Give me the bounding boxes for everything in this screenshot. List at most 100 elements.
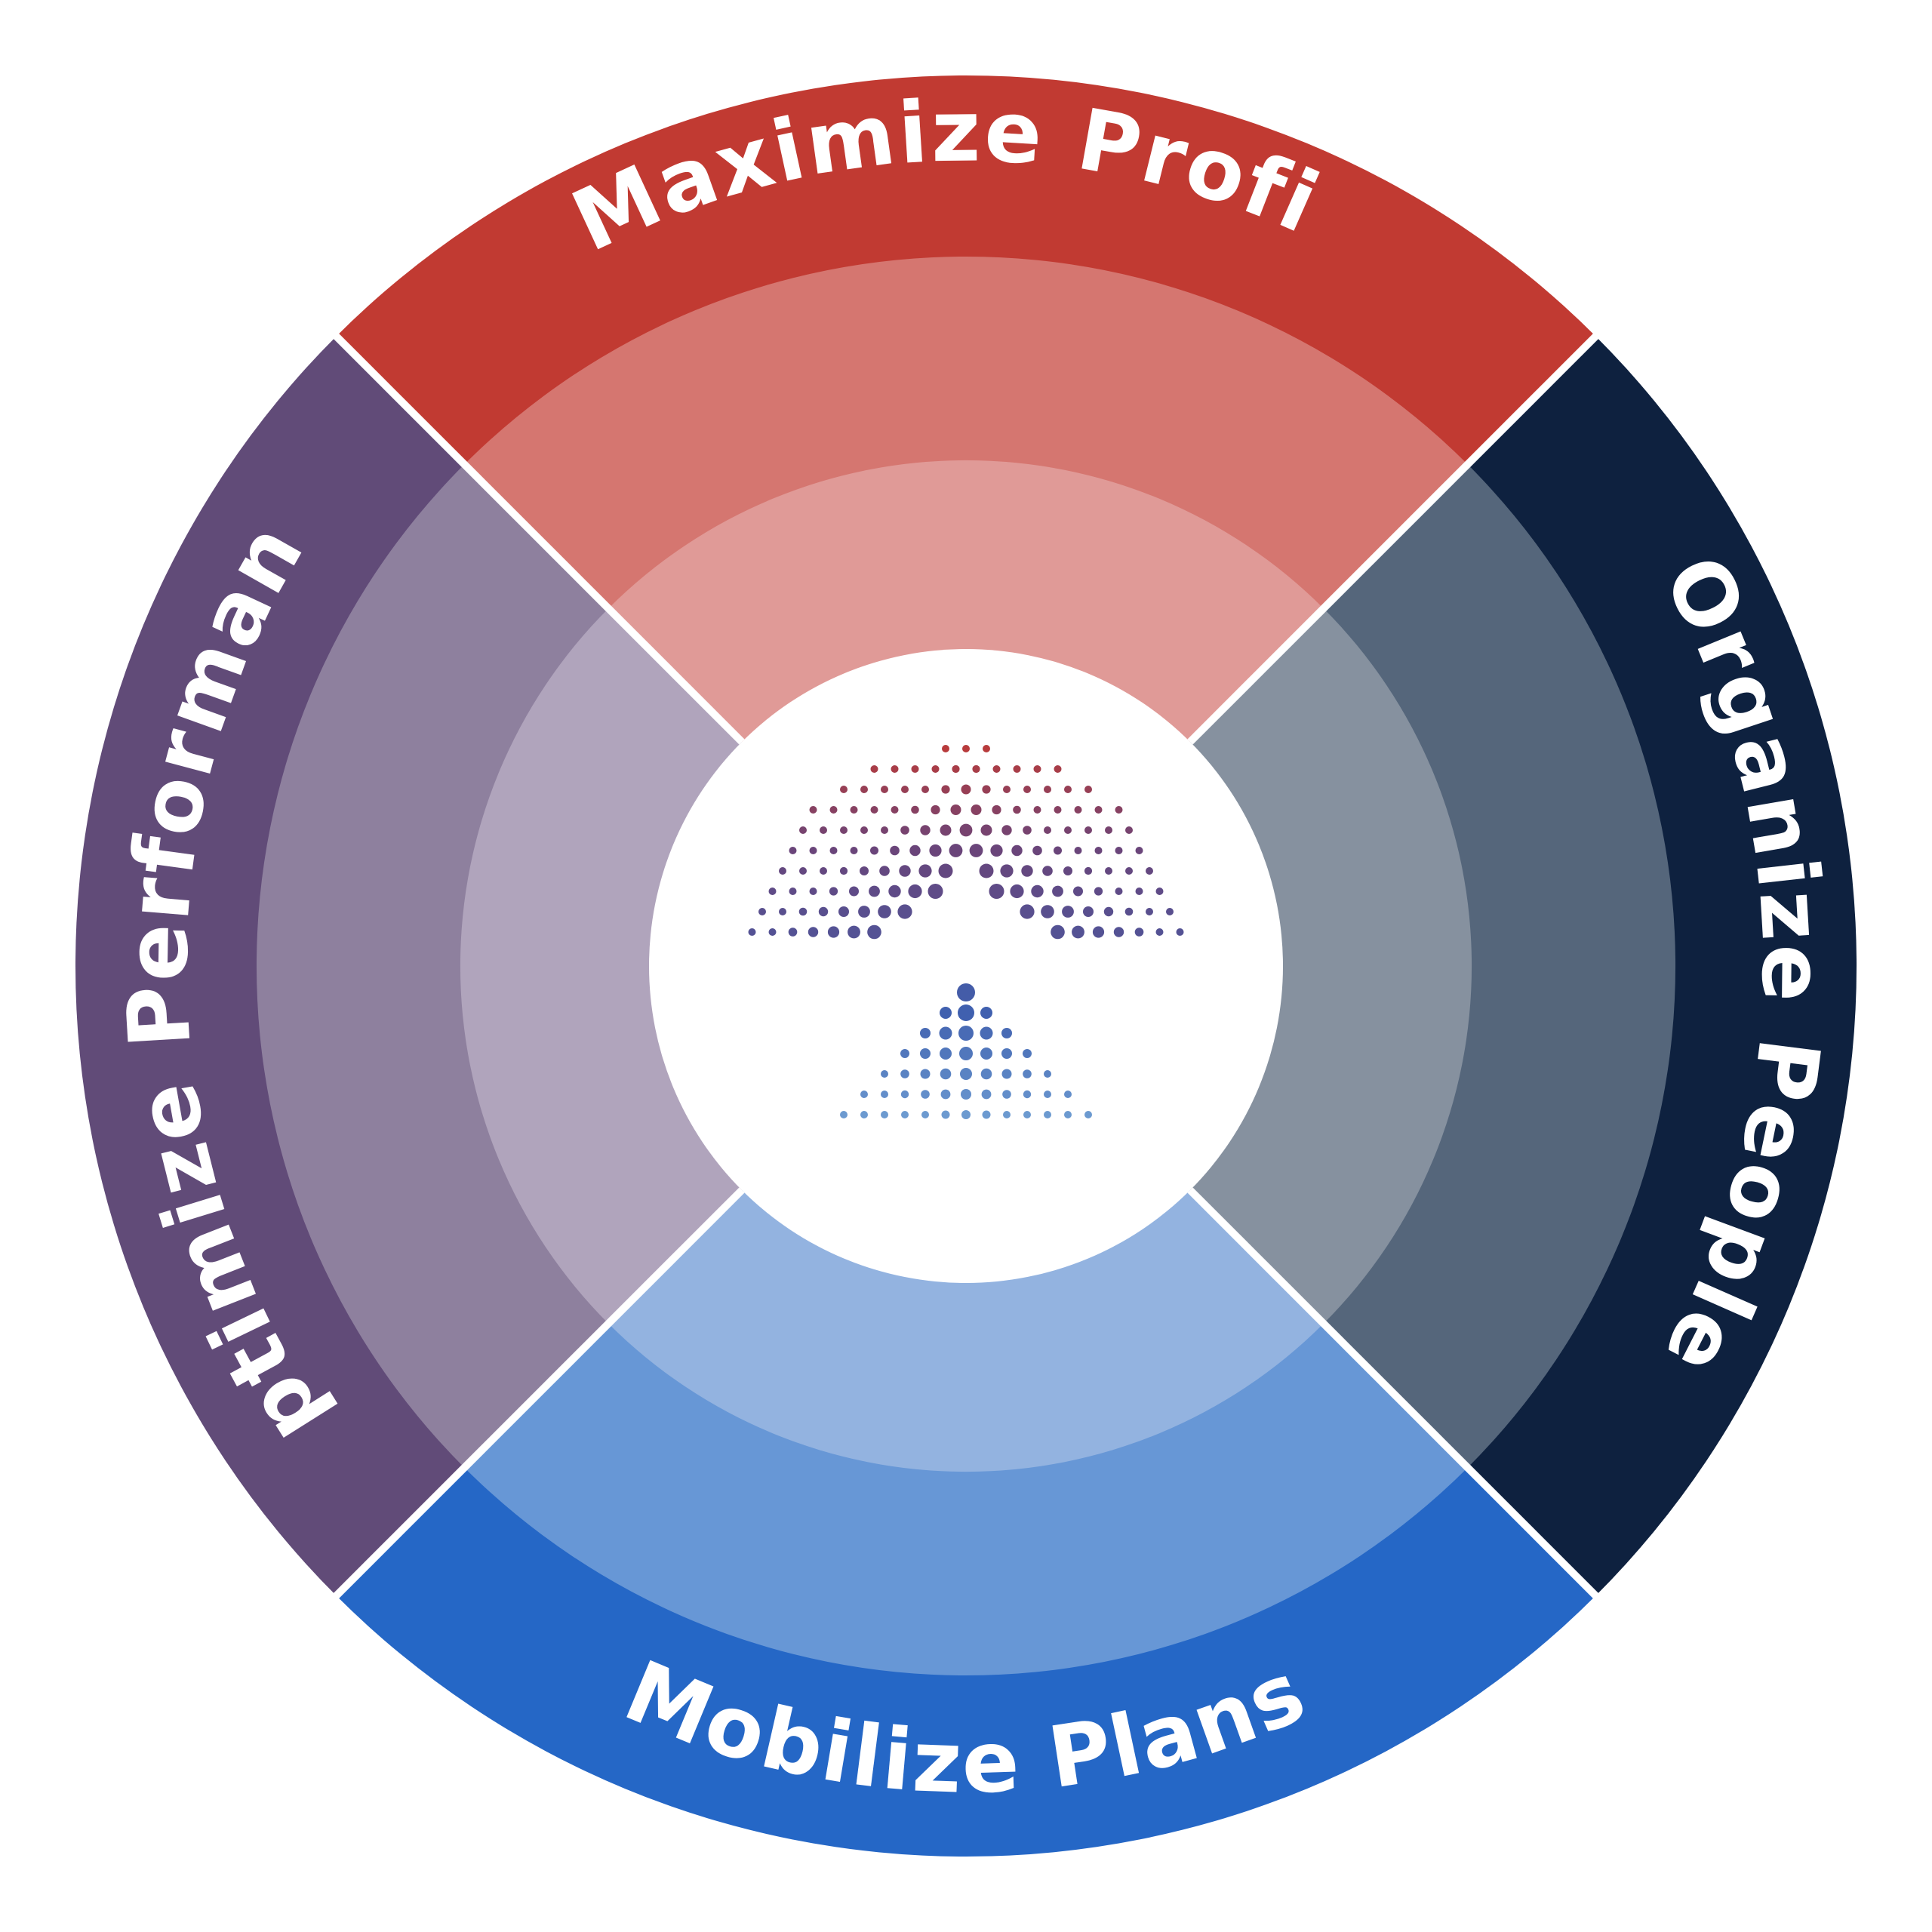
logo-dot bbox=[921, 1090, 930, 1099]
logo-dot bbox=[969, 844, 983, 857]
logo-dot bbox=[829, 806, 838, 814]
logo-dot bbox=[957, 983, 975, 1001]
logo-dot bbox=[1003, 1111, 1011, 1118]
logo-dot bbox=[1052, 885, 1063, 897]
logo-dot bbox=[983, 745, 990, 752]
logo-dot bbox=[1054, 846, 1062, 855]
logo-dot bbox=[1125, 826, 1133, 834]
logo-dot bbox=[958, 1026, 974, 1041]
logo-dot bbox=[931, 804, 940, 815]
logo-dot bbox=[980, 1026, 993, 1040]
logo-dot bbox=[1033, 765, 1041, 773]
logo-dot bbox=[1020, 904, 1035, 919]
logo-dot bbox=[940, 1068, 952, 1080]
logo-dot bbox=[1105, 826, 1112, 834]
logo-dot bbox=[921, 786, 929, 793]
logo-dot bbox=[939, 1026, 952, 1040]
logo-dot bbox=[1000, 864, 1014, 878]
logo-dot bbox=[911, 765, 919, 773]
logo-dot bbox=[1051, 924, 1065, 940]
logo-dot bbox=[897, 904, 912, 919]
logo-dot bbox=[940, 1007, 952, 1019]
logo-dot bbox=[840, 826, 848, 834]
logo-dot bbox=[839, 866, 848, 875]
logo-dot bbox=[1023, 1111, 1031, 1118]
logo-dot bbox=[1010, 884, 1024, 899]
logo-dot bbox=[941, 785, 950, 794]
logo-dot bbox=[1001, 1028, 1012, 1038]
logo-dot bbox=[848, 925, 860, 939]
logo-dot bbox=[890, 845, 900, 856]
logo-dot bbox=[1044, 786, 1051, 793]
logo-dot bbox=[850, 847, 858, 854]
logo-dot bbox=[1062, 906, 1074, 918]
logo-dot bbox=[779, 867, 786, 875]
logo-dot bbox=[938, 863, 953, 878]
logo-dot bbox=[1054, 765, 1062, 773]
logo-dot bbox=[1041, 905, 1054, 918]
logo-dot bbox=[940, 1089, 951, 1100]
logo-dot bbox=[1044, 1111, 1051, 1118]
logo-dot bbox=[1094, 847, 1103, 854]
logo-dot bbox=[909, 844, 921, 857]
logo-dot bbox=[748, 928, 756, 936]
logo-dot bbox=[768, 888, 777, 895]
divider-line-2 bbox=[1187, 332, 1600, 745]
logo-dot bbox=[829, 887, 838, 896]
logo-dot bbox=[1072, 925, 1084, 939]
logo-dot bbox=[1044, 1070, 1051, 1078]
logo-dot bbox=[891, 806, 899, 814]
logo-dot bbox=[870, 806, 878, 814]
logo-dot bbox=[979, 863, 994, 878]
logo-dot bbox=[1033, 806, 1041, 814]
logo-dot bbox=[850, 806, 858, 814]
logo-dot bbox=[920, 1028, 931, 1038]
logo-dot bbox=[980, 1007, 992, 1019]
logo-dot bbox=[940, 1048, 952, 1060]
center-disc bbox=[649, 649, 1283, 1283]
logo-dot bbox=[961, 1089, 971, 1100]
logo-dot bbox=[920, 1069, 931, 1079]
logo-dot bbox=[870, 846, 878, 855]
logo-dot bbox=[1094, 887, 1103, 896]
logo-dot bbox=[901, 786, 909, 793]
logo-dot bbox=[809, 847, 817, 854]
logo-dot bbox=[990, 844, 1003, 857]
logo-dot bbox=[1023, 826, 1032, 835]
logo-dot bbox=[1064, 786, 1072, 793]
logo-dot bbox=[1064, 1091, 1072, 1098]
logo-dot bbox=[1084, 826, 1092, 834]
logo-dot bbox=[959, 1047, 973, 1060]
logo-dot bbox=[840, 786, 848, 793]
logo-dot bbox=[1013, 765, 1021, 773]
logo-dot bbox=[808, 927, 819, 937]
logo-dot bbox=[1092, 926, 1105, 938]
logo-dot bbox=[818, 906, 829, 917]
logo-dot bbox=[1084, 1111, 1092, 1118]
logo-dot bbox=[838, 906, 849, 917]
logo-dot bbox=[1115, 888, 1123, 895]
logo-dot bbox=[981, 1089, 992, 1100]
logo-dot bbox=[1003, 786, 1011, 793]
logo-dot bbox=[900, 826, 909, 835]
logo-dot bbox=[1044, 826, 1051, 834]
logo-dot bbox=[900, 1049, 909, 1058]
logo-dot bbox=[809, 806, 817, 814]
logo-dot bbox=[900, 1090, 909, 1099]
logo-dot bbox=[929, 844, 942, 857]
logo-dot bbox=[1155, 888, 1164, 895]
logo-dot bbox=[1023, 786, 1031, 793]
logo-dot bbox=[1063, 866, 1072, 875]
logo-dot bbox=[952, 764, 960, 774]
logo-dot bbox=[1021, 865, 1033, 877]
logo-dot bbox=[1013, 805, 1021, 814]
logo-dot bbox=[788, 928, 798, 937]
logo-dot bbox=[961, 1110, 971, 1119]
logo-dot bbox=[982, 1110, 991, 1119]
logo-dot bbox=[1103, 906, 1114, 917]
logo-dot bbox=[962, 745, 970, 752]
logo-dot bbox=[918, 864, 932, 878]
logo-dot bbox=[959, 823, 973, 837]
logo-dot bbox=[799, 867, 807, 875]
